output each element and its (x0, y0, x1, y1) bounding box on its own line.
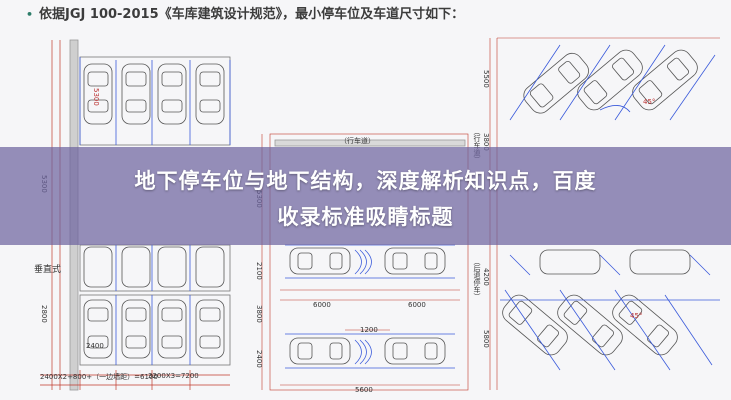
right-lane-label-1: （行车道） (473, 128, 481, 163)
mid-dim-6000-b: 6000 (408, 301, 426, 309)
right-dim-5500: 5500 (482, 70, 490, 88)
bullet-icon: • (26, 8, 34, 21)
mid-dim-5600: 5600 (355, 386, 373, 394)
mid-dim-6000-a: 6000 (313, 301, 331, 309)
header-text: 依据JGJ 100-2015《车库建筑设计规范》，最小停车位及车道尺寸如下： (39, 7, 465, 22)
left-small-dim-b: 2400 (86, 342, 104, 350)
vertical-type-label: 垂直式 (34, 265, 62, 275)
mid-lane-top-label: （行车道） (340, 137, 375, 145)
right-lane-label-2: （后退停车） (473, 258, 481, 300)
right-angle-45-a: 45° (643, 98, 656, 106)
banner-title-line-2: 收录标准吸睛标题 (277, 205, 454, 229)
mid-dim-2400: 2400 (255, 350, 263, 368)
middle-plan (261, 133, 469, 391)
right-dim-3800: 3800 (482, 133, 490, 151)
title-banner: 地下停车位与地下结构，深度解析知识点，百度 收录标准吸睛标题 (0, 147, 731, 245)
left-small-dim-a: 5300 (92, 88, 100, 106)
left-dim-2800: 2800 (40, 305, 48, 323)
left-bottom-dim-1: 2400X2+800+（一边墙距）=6100 (40, 373, 158, 381)
mid-dim-2100: 2100 (255, 262, 263, 280)
right-dim-4200: 4200 (482, 268, 490, 286)
right-angle-45-b: 45° (630, 312, 643, 320)
right-dim-5800: 5800 (482, 330, 490, 348)
mid-dim-3800: 3800 (255, 305, 263, 323)
mid-dim-1200: 1200 (360, 326, 378, 334)
banner-title-line-1: 地下停车位与地下结构，深度解析知识点，百度 (134, 169, 597, 193)
page-header: • 依据JGJ 100-2015《车库建筑设计规范》，最小停车位及车道尺寸如下： (26, 3, 464, 22)
left-bottom-dim-2: 3200X3=7200 (148, 372, 199, 380)
right-plan (489, 37, 720, 390)
